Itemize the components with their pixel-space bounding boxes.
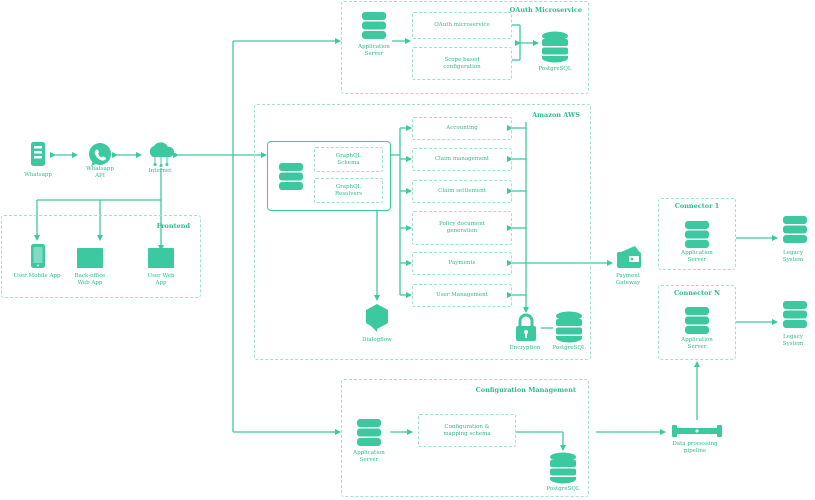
connector-1-server-label: Application Server — [681, 250, 713, 263]
oauth-title: OAuth Microservice — [509, 6, 582, 14]
payment-gateway-label: Payment Gateway — [615, 273, 641, 286]
service-payments: Payments — [412, 252, 512, 275]
service-policy-document: Policy document generation — [412, 211, 512, 245]
service-claim-settlement: Claim settlement — [412, 180, 512, 203]
connector-n-title: Connector N — [673, 289, 721, 297]
config-app-server-label: Application Server — [353, 450, 385, 463]
whatsapp-label: Whatsapp — [24, 172, 52, 178]
configuration-management-group: Configuration Management — [341, 379, 589, 497]
scope-config-box: Scope based configuration — [412, 47, 512, 80]
server-icon — [782, 300, 808, 334]
internet-label: Internet — [148, 168, 172, 174]
pipeline-label: Data processing pipeline — [672, 441, 718, 454]
back-office-label: Back-office Web App — [74, 273, 106, 286]
monitor-icon — [147, 247, 175, 273]
frontend-title: Frontend — [156, 222, 190, 230]
database-icon — [555, 311, 583, 347]
cloud-network-icon — [145, 141, 177, 171]
service-user-management: User Management — [412, 284, 512, 307]
graphql-schema-box: GraphQL Schema — [314, 147, 383, 172]
server-icon — [361, 11, 387, 45]
database-icon — [549, 452, 577, 488]
connector-1-title: Connector 1 — [674, 202, 720, 210]
connector-n-group: Connector N — [658, 285, 736, 360]
whatsapp-api-label: Whatsapp API — [86, 166, 114, 179]
user-mobile-app-label: User Mobile App — [13, 273, 61, 279]
oauth-app-server-label: Application Server — [358, 44, 390, 57]
server-icon — [278, 162, 304, 196]
user-web-app-label: User Web App — [147, 273, 175, 286]
lock-icon — [514, 313, 538, 347]
monitor-icon — [76, 247, 104, 273]
legacy-system-n-label: Legacy System — [782, 334, 804, 347]
dialogflow-label: Dialogflow — [362, 337, 392, 343]
aws-db-label: PostgreSQL — [552, 345, 586, 351]
server-icon — [782, 215, 808, 249]
server-icon — [684, 220, 710, 254]
config-schema-box: Configuration & mapping schema — [418, 414, 516, 447]
config-db-label: PostgreSQL — [546, 486, 580, 492]
database-icon — [541, 31, 569, 67]
mobile-app-icon — [30, 243, 46, 273]
amazon-aws-group: Amazon AWS — [254, 104, 591, 360]
server-icon — [356, 418, 382, 452]
aws-title: Amazon AWS — [532, 111, 580, 119]
frontend-group: Frontend — [1, 215, 201, 298]
service-claim-management: Claim management — [412, 148, 512, 171]
payment-gateway-icon — [615, 244, 645, 274]
phone-icon — [30, 141, 46, 171]
graphql-gateway — [267, 141, 391, 211]
legacy-system-1-label: Legacy System — [782, 250, 804, 263]
whatsapp-icon — [87, 142, 113, 172]
oauth-service-box: OAuth microservice — [412, 12, 512, 39]
connector-1-group: Connector 1 — [658, 198, 736, 270]
connector-n-server-label: Application Server — [681, 337, 713, 350]
pipeline-icon — [670, 423, 726, 443]
oauth-microservice-group: OAuth Microservice — [341, 1, 589, 94]
dialogflow-icon — [365, 303, 389, 337]
service-accounting: Accounting — [412, 117, 512, 140]
graphql-resolvers-box: GraphQL Resolvers — [314, 178, 383, 203]
oauth-db-label: PostgreSQL — [538, 66, 572, 72]
encryption-label: Encryption — [509, 345, 541, 351]
config-title: Configuration Management — [475, 386, 576, 394]
server-icon — [684, 306, 710, 340]
